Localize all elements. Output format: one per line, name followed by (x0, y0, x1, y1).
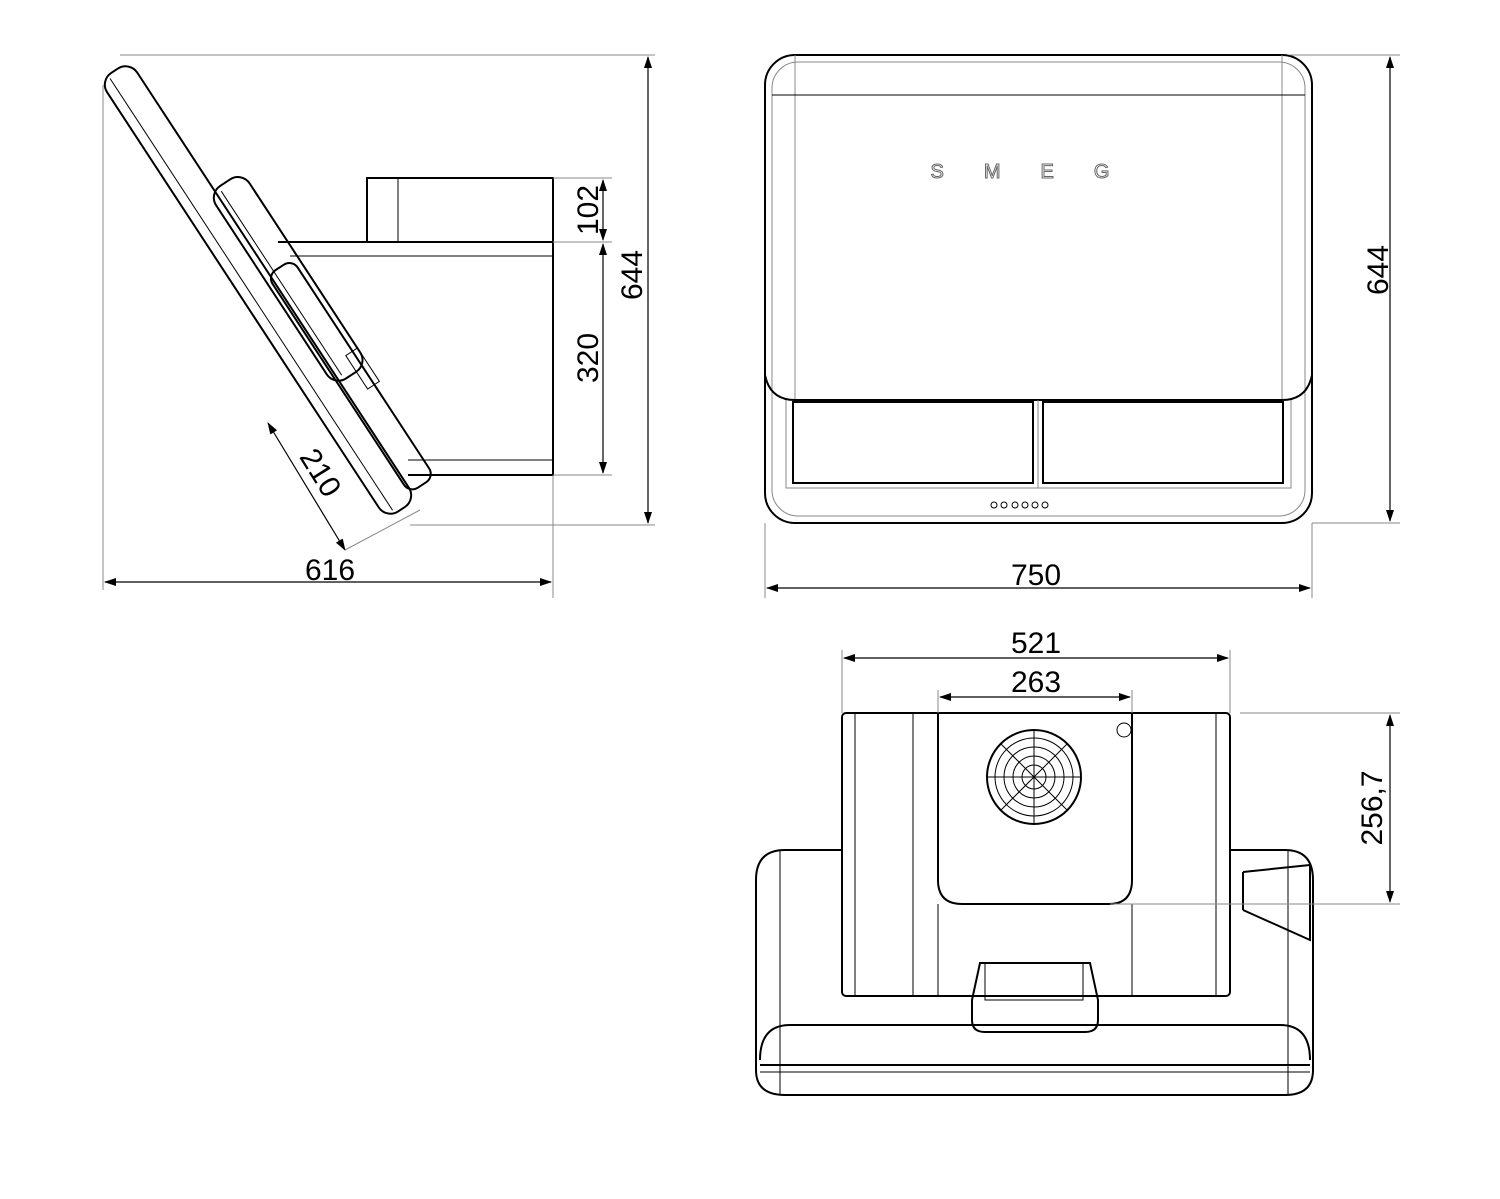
dim-side-total-height: 644 (616, 250, 649, 300)
chimney-top (841, 712, 1231, 997)
motor-housing (212, 176, 364, 382)
control-button[interactable] (1011, 501, 1019, 509)
chimney (366, 177, 554, 243)
dim-chimney-height: 102 (572, 185, 605, 235)
hood-body (278, 241, 554, 476)
outlet-duct (971, 962, 1099, 1033)
dim-front-total-height: 644 (1362, 245, 1395, 295)
fan-grille-icon (986, 729, 1082, 825)
dim-outer-width: 521 (1011, 627, 1061, 660)
dim-width: 750 (1011, 559, 1061, 592)
front-view: SMEG 644 750 (764, 54, 1400, 598)
filter-left (792, 401, 1034, 484)
dim-duct-width: 263 (1011, 666, 1061, 699)
tilted-glass-panel (103, 65, 413, 515)
top-view: 521 263 256,7 (755, 627, 1400, 1096)
screw-icon (1116, 722, 1132, 738)
dim-depth: 616 (305, 554, 355, 587)
dim-duct-depth: 256,7 (1356, 770, 1389, 845)
dim-body-height: 320 (572, 333, 605, 383)
dim-panel-offset: 210 (293, 443, 348, 503)
control-buttons (990, 501, 1049, 509)
lower-bracket (269, 262, 432, 491)
hood-outline (764, 54, 1313, 524)
control-button[interactable] (1031, 501, 1039, 509)
side-bracket (1242, 863, 1311, 942)
smeg-logo: SMEG (931, 161, 1150, 183)
glass-panel-edge (764, 374, 1313, 401)
filter-right (1042, 401, 1284, 484)
side-view: 102 320 644 616 210 (102, 54, 655, 598)
control-button[interactable] (1041, 501, 1049, 509)
control-button[interactable] (1021, 501, 1029, 509)
motor-plate (937, 713, 1133, 905)
control-button[interactable] (990, 501, 998, 509)
control-button[interactable] (1000, 501, 1008, 509)
